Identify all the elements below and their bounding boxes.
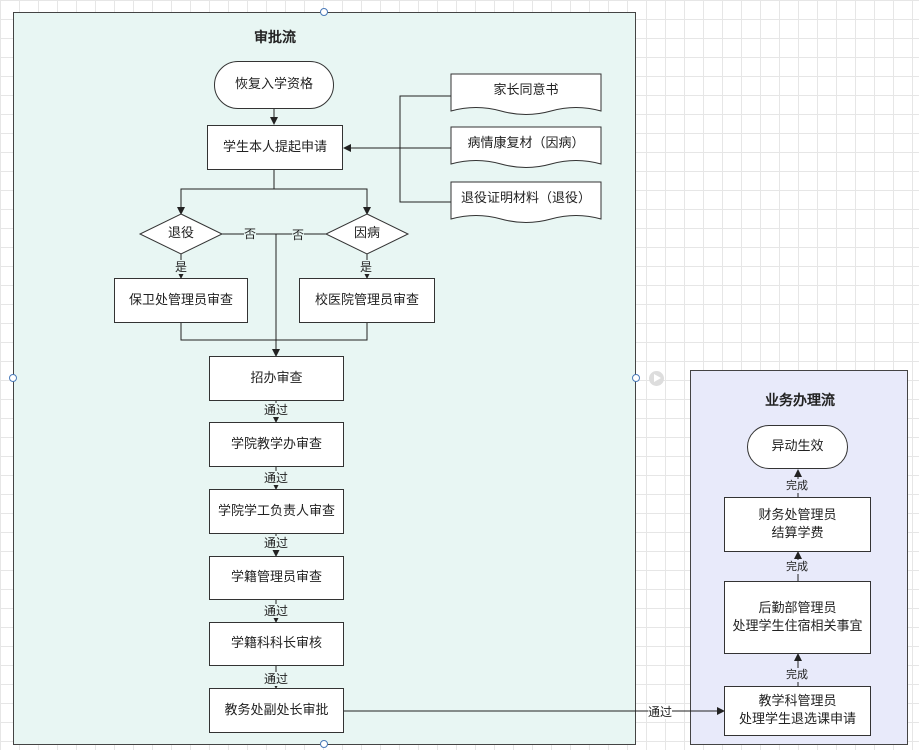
label-pass-4: 通过 <box>264 604 289 618</box>
label-illness-no: 否 <box>292 228 305 242</box>
doc-parent[interactable]: 家长同意书 <box>493 83 559 98</box>
business-lane-title: 业务办理流 <box>765 393 835 409</box>
resize-handle-bottom[interactable] <box>320 740 328 748</box>
resize-handle-top[interactable] <box>320 8 328 16</box>
end-node[interactable]: 异动生效 <box>747 425 848 469</box>
registry-head-review-node[interactable]: 学籍科科长审核 <box>209 622 344 666</box>
label-done-2: 完成 <box>786 560 808 574</box>
finance-node[interactable]: 财务处管理员 结算学费 <box>724 497 871 552</box>
doc-military[interactable]: 退役证明材料（退役） <box>460 191 591 206</box>
label-done-1: 完成 <box>786 479 808 493</box>
resize-handle-right[interactable] <box>632 374 640 382</box>
teaching-staff-line1: 教学科管理员 <box>758 694 837 709</box>
label-pass-5: 通过 <box>264 672 289 686</box>
college-teaching-review-node[interactable]: 学院教学办审查 <box>209 422 344 467</box>
decision-military-label[interactable]: 退役 <box>167 226 194 241</box>
label-pass-1: 通过 <box>264 403 289 417</box>
label-done-3: 完成 <box>786 668 808 682</box>
apply-node[interactable]: 学生本人提起申请 <box>207 125 343 170</box>
logistics-line1: 后勤部管理员 <box>758 600 837 616</box>
vice-director-approval-node[interactable]: 教务处副处长审批 <box>209 688 344 733</box>
play-icon[interactable] <box>649 371 664 386</box>
college-student-review-node[interactable]: 学院学工负责人审查 <box>209 489 344 534</box>
registry-review-node[interactable]: 学籍管理员审查 <box>209 556 344 600</box>
logistics-node[interactable]: 后勤部管理员 处理学生住宿相关事宜 <box>724 581 871 654</box>
label-pass-business: 通过 <box>648 705 673 719</box>
label-pass-3: 通过 <box>264 536 289 550</box>
decision-illness-label[interactable]: 因病 <box>353 226 380 241</box>
label-illness-yes: 是 <box>360 260 373 274</box>
finance-line2: 结算学费 <box>771 525 824 541</box>
security-review-node[interactable]: 保卫处管理员审查 <box>114 278 248 323</box>
doc-illness[interactable]: 病情康复材（因病） <box>467 136 585 151</box>
hospital-review-node[interactable]: 校医院管理员审查 <box>299 278 435 323</box>
admissions-review-node[interactable]: 招办审查 <box>209 356 344 401</box>
label-pass-2: 通过 <box>264 471 289 485</box>
label-military-no: 否 <box>244 227 257 241</box>
start-node[interactable]: 恢复入学资格 <box>214 61 334 109</box>
logistics-line2: 处理学生住宿相关事宜 <box>732 618 863 634</box>
teaching-staff-node[interactable]: 教学科管理员 处理学生退选课申请 <box>724 686 871 736</box>
resize-handle-left[interactable] <box>9 374 17 382</box>
finance-line1: 财务处管理员 <box>758 507 837 523</box>
approval-lane-title: 审批流 <box>254 30 296 46</box>
teaching-staff-line2: 处理学生退选课申请 <box>738 712 856 727</box>
label-military-yes: 是 <box>175 260 188 274</box>
